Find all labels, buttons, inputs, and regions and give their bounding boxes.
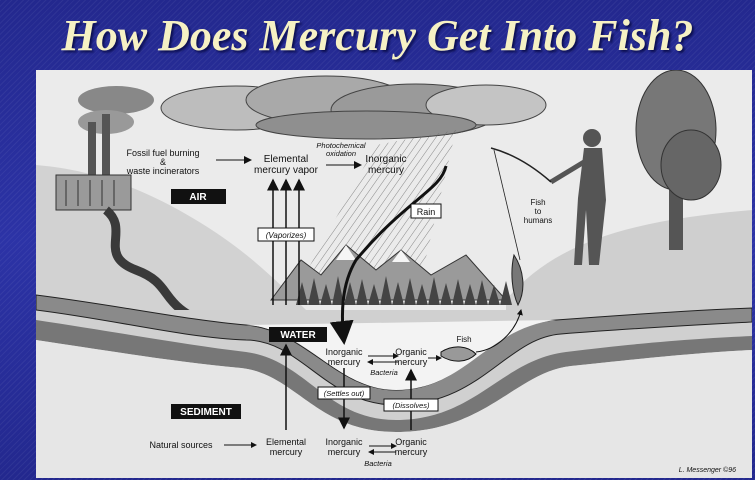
inorganic-water-label-2: mercury bbox=[328, 357, 361, 367]
inorganic-air-label-2: mercury bbox=[368, 165, 404, 176]
elemental-sediment-label-1: Elemental bbox=[266, 437, 306, 447]
elemental-sediment-label-2: mercury bbox=[270, 447, 303, 457]
settles-out-label: (Settles out) bbox=[324, 389, 365, 398]
inorganic-sediment-label-1: Inorganic bbox=[325, 437, 363, 447]
rain-label: Rain bbox=[417, 207, 436, 217]
zone-label-water: WATER bbox=[280, 330, 316, 341]
photochemical-label-2: oxidation bbox=[326, 149, 356, 158]
bacteria-water-label: Bacteria bbox=[370, 368, 398, 377]
inorganic-air-label-1: Inorganic bbox=[365, 154, 406, 165]
zone-label-sediment: SEDIMENT bbox=[180, 407, 232, 418]
organic-sediment-label-2: mercury bbox=[395, 447, 428, 457]
inorganic-water-label-1: Inorganic bbox=[325, 347, 363, 357]
fish-label: Fish bbox=[456, 335, 471, 344]
mercury-cycle-diagram: AIR WATER SEDIMENT Fossil fuel burning &… bbox=[36, 70, 752, 478]
slide-title: How Does Mercury Get Into Fish? bbox=[0, 6, 755, 66]
inorganic-sediment-label-2: mercury bbox=[328, 447, 361, 457]
organic-water-label-2: mercury bbox=[395, 357, 428, 367]
elemental-vapor-label-2: mercury vapor bbox=[254, 165, 319, 176]
dissolves-label: (Dissolves) bbox=[392, 401, 430, 410]
fossil-fuel-label-3: waste incinerators bbox=[126, 166, 200, 176]
bacteria-sediment-label: Bacteria bbox=[364, 459, 392, 468]
zone-label-air: AIR bbox=[189, 192, 207, 203]
organic-water-label-1: Organic bbox=[395, 347, 427, 357]
organic-sediment-label-1: Organic bbox=[395, 437, 427, 447]
vaporizes-label: (Vaporizes) bbox=[266, 231, 307, 240]
fish-to-humans-label-2: to bbox=[535, 207, 542, 216]
credit-label: L. Messenger ©96 bbox=[679, 466, 736, 474]
diagram-svg: AIR WATER SEDIMENT Fossil fuel burning &… bbox=[36, 70, 752, 478]
fish-to-humans-label-1: Fish bbox=[530, 198, 545, 207]
elemental-vapor-label-1: Elemental bbox=[264, 154, 308, 165]
natural-sources-label: Natural sources bbox=[149, 440, 213, 450]
fish-to-humans-label-3: humans bbox=[524, 216, 552, 225]
